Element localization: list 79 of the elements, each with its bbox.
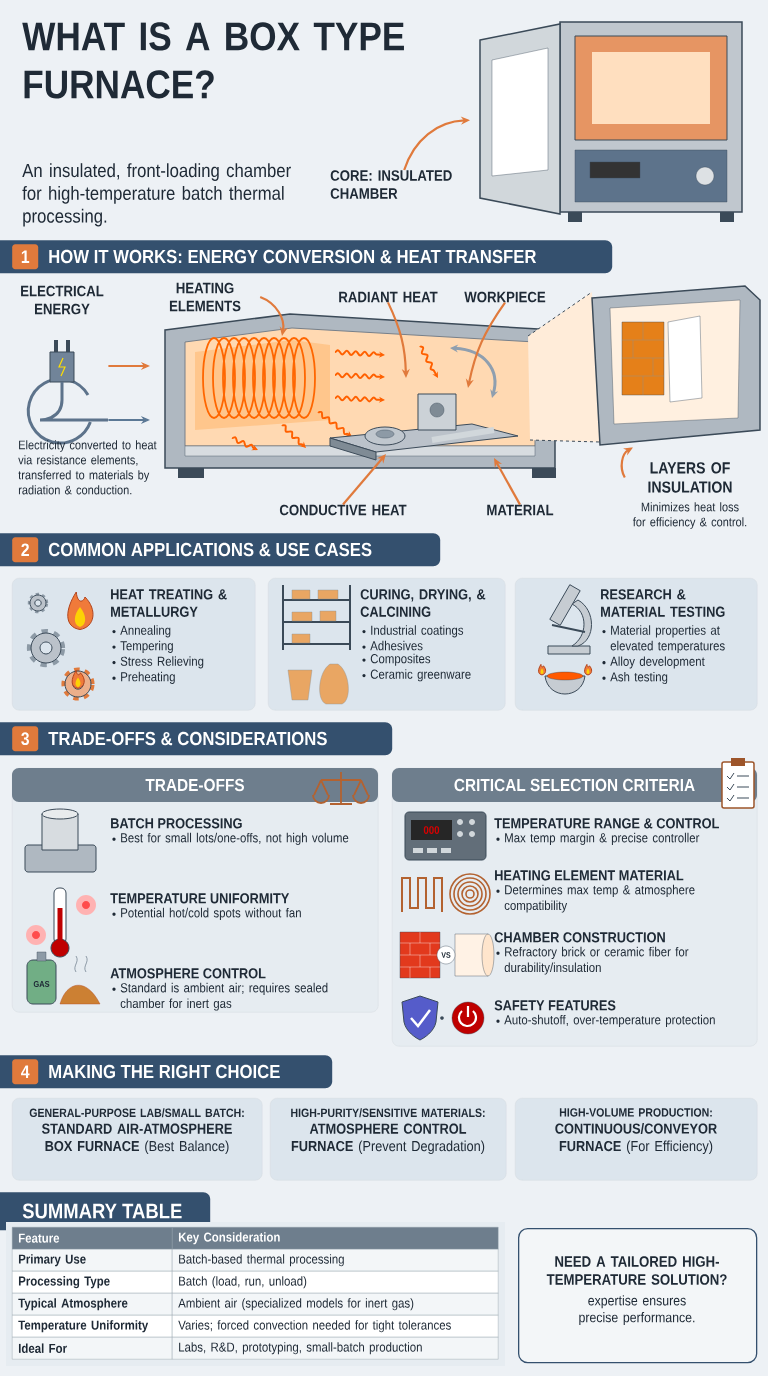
heading: NEED A TAILORED HIGH-TEMPERATURE SOLUTION? xyxy=(546,1256,727,1285)
section-heading: HOW IT WORKS: ENERGY CONVERSION & HEAT TRANSFER xyxy=(49,249,537,264)
arrow xyxy=(342,454,386,506)
table-cell: Processing Type xyxy=(12,1271,173,1294)
application-card xyxy=(515,578,758,711)
section-banner xyxy=(0,1055,333,1089)
item-heading: HEATING ELEMENT MATERIAL xyxy=(495,870,684,881)
table-cell: Primary Use xyxy=(12,1249,173,1272)
bullet-item: Annealing xyxy=(112,625,171,638)
bullet-item: Ceramic greenware xyxy=(362,669,471,682)
bullet-item: Material properties at elevated temperatures xyxy=(602,625,725,653)
bullet-item: Industrial coatings xyxy=(362,625,464,638)
arrow xyxy=(620,447,633,478)
panel-heading: CRITICAL SELECTION CRITERIA xyxy=(454,778,695,792)
section-heading: TRADE-OFFS & CONSIDERATIONS xyxy=(48,731,327,746)
card-heading: RESEARCH & MATERIAL TESTING xyxy=(601,589,725,617)
bullet-item: Auto-shutoff, over-temperature protection xyxy=(496,1014,715,1027)
section-banner xyxy=(0,722,393,756)
bullet-item: Alloy development xyxy=(602,656,705,669)
recommendation-text: ATMOSPHERE CONTROL FURNACE (Prevent Degradation) xyxy=(291,1123,485,1155)
insulation-layers-drawing xyxy=(591,285,761,446)
call-to-action-box xyxy=(518,1228,758,1364)
section-banner xyxy=(0,240,613,274)
panel-heading: TRADE-OFFS xyxy=(145,778,244,792)
item-heading: BATCH PROCESSING xyxy=(111,818,242,829)
bullet-item: Refractory brick or ceramic fiber for durability/insulation xyxy=(496,946,689,975)
item-heading: CHAMBER CONSTRUCTION xyxy=(494,932,665,943)
choice-heading: GENERAL-PURPOSE LAB/SMALL BATCH: xyxy=(29,1108,244,1118)
panel xyxy=(12,768,379,1013)
choice-heading: HIGH-PURITY/SENSITIVE MATERIALS: xyxy=(291,1108,485,1118)
furnace-drawing xyxy=(479,21,743,222)
bullet-item: Potential hot/cold spots without fan xyxy=(112,907,301,920)
number-badge: 2 xyxy=(12,537,39,563)
callout-label: WORKPIECE xyxy=(464,291,546,303)
item-heading: TEMPERATURE UNIFORMITY xyxy=(110,893,290,904)
bullet-item: Max temp margin & precise controller xyxy=(496,832,700,845)
bullet-item: Determines max temp & atmosphere compatibility xyxy=(496,884,695,913)
number-badge: 1 xyxy=(12,244,39,270)
callout-label: CONDUCTIVE HEAT xyxy=(279,504,407,516)
number-badge: 4 xyxy=(12,1059,39,1085)
bullet-item: Tempering xyxy=(112,640,173,653)
bullet-item: Ash testing xyxy=(602,671,668,685)
table-cell: Ideal For xyxy=(12,1337,173,1360)
description-text: Minimizes heat loss for efficiency & control. xyxy=(632,502,747,529)
icon-text: VS xyxy=(441,952,451,958)
icon-text: GAS xyxy=(33,981,50,987)
callout-label: ELECTRICAL ENERGY xyxy=(21,285,104,315)
callout-label: MATERIAL xyxy=(487,504,554,516)
item-heading: ATMOSPHERE CONTROL xyxy=(110,968,266,979)
bullet-item: Best for small lots/one-offs, not high volume xyxy=(112,832,349,845)
title: WHAT IS A BOX TYPE FURNACE? xyxy=(22,22,404,99)
callout-label: RADIANT HEAT xyxy=(339,291,438,303)
body-text: expertise ensures precise performance. xyxy=(579,1295,695,1326)
section-banner xyxy=(0,533,441,567)
bullet-item: Adhesives xyxy=(362,640,423,651)
application-card xyxy=(12,578,256,711)
callout-label: LAYERS OF INSULATION Minimizes heat loss for efficiency & control. xyxy=(632,462,747,529)
bullet-item: Preheating xyxy=(112,671,175,684)
card-heading: CURING, DRYING, & CALCINING xyxy=(360,589,486,617)
callout-label: HEATING ELEMENTS xyxy=(169,282,241,312)
arrow xyxy=(494,458,521,506)
bullet-item: Stress Relieving xyxy=(112,656,204,669)
description-text: Electricity converted to heat via resistance elements, transferred to materials by radiation & conduction. xyxy=(18,440,157,495)
display-readout: 000 xyxy=(423,826,440,834)
choice-heading: HIGH-VOLUME PRODUCTION: xyxy=(559,1108,712,1117)
bullet-item: Standard is ambient air; requires sealed chamber for inert gas xyxy=(112,982,328,1011)
section-heading: COMMON APPLICATIONS & USE CASES xyxy=(48,542,372,557)
section-heading: MAKING THE RIGHT CHOICE xyxy=(49,1064,280,1079)
item-heading: TEMPERATURE RANGE & CONTROL xyxy=(494,818,719,829)
number-badge: 3 xyxy=(12,726,39,752)
item-heading: SAFETY FEATURES xyxy=(494,1000,616,1011)
table-cell: Temperature Uniformity xyxy=(12,1315,173,1338)
recommendation-text: STANDARD AIR-ATMOSPHERE BOX FURNACE (Best Balance) xyxy=(41,1123,232,1155)
recommendation-text: CONTINUOUS/CONVEYOR FURNACE (For Efficiency) xyxy=(555,1123,717,1154)
table-cell: Typical Atmosphere xyxy=(12,1293,173,1316)
bullet-item: Composites xyxy=(362,653,431,666)
callout-label: CORE: INSULATED CHAMBER xyxy=(330,170,452,199)
table-header-cell: Feature xyxy=(12,1227,173,1250)
card-heading: HEAT TREATING & METALLURGY xyxy=(111,589,227,617)
